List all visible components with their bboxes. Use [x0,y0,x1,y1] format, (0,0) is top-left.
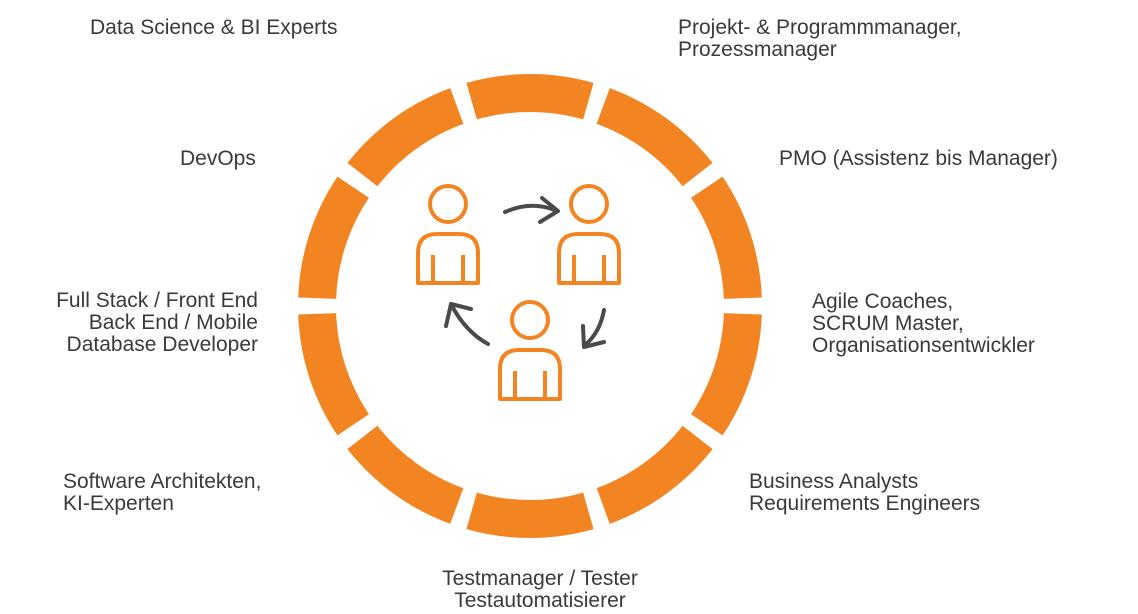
person-body [498,348,562,401]
role-label-testmanager: Testmanager / Tester Testautomatisierer [442,567,638,612]
arrow-right-icon [503,196,560,224]
role-label-pmo: PMO (Assistenz bis Manager) [779,147,1058,170]
role-label-developers: Full Stack / Front End Back End / Mobile… [56,289,258,356]
role-label-business-analysts: Business Analysts Requirements Engineers [749,470,981,515]
role-label-devops: DevOps [180,147,256,170]
role-label-data-science: Data Science & BI Experts [90,16,338,39]
ring-segment [466,74,594,120]
person-icon-top-right [557,184,621,285]
person-head [569,184,609,224]
arrow-down-left-icon [581,308,606,349]
ring-segment [347,425,464,524]
person-body [416,232,480,285]
ring-segment [298,176,369,299]
person-head [510,300,550,340]
arrow-up-left-icon [444,302,490,346]
ring-segment [691,313,762,436]
person-head [428,184,468,224]
orange-segment-ring [298,74,762,538]
role-label-agile-coaches: Agile Coaches, SCRUM Master, Organisatio… [812,290,1035,357]
role-label-software-architekten: Software Architekten, KI-Experten [63,470,262,515]
person-icon-bottom [498,300,562,401]
ring-segment [466,492,594,538]
person-body [557,232,621,285]
ring-segment [596,88,713,187]
person-icon-top-left [416,184,480,285]
ring-segment [298,313,369,436]
role-label-projekt-manager: Projekt- & Programmmanager, Prozessmanag… [678,16,962,61]
ring-segment [347,88,464,187]
ring-segment [596,425,713,524]
ring-segment [691,176,762,299]
